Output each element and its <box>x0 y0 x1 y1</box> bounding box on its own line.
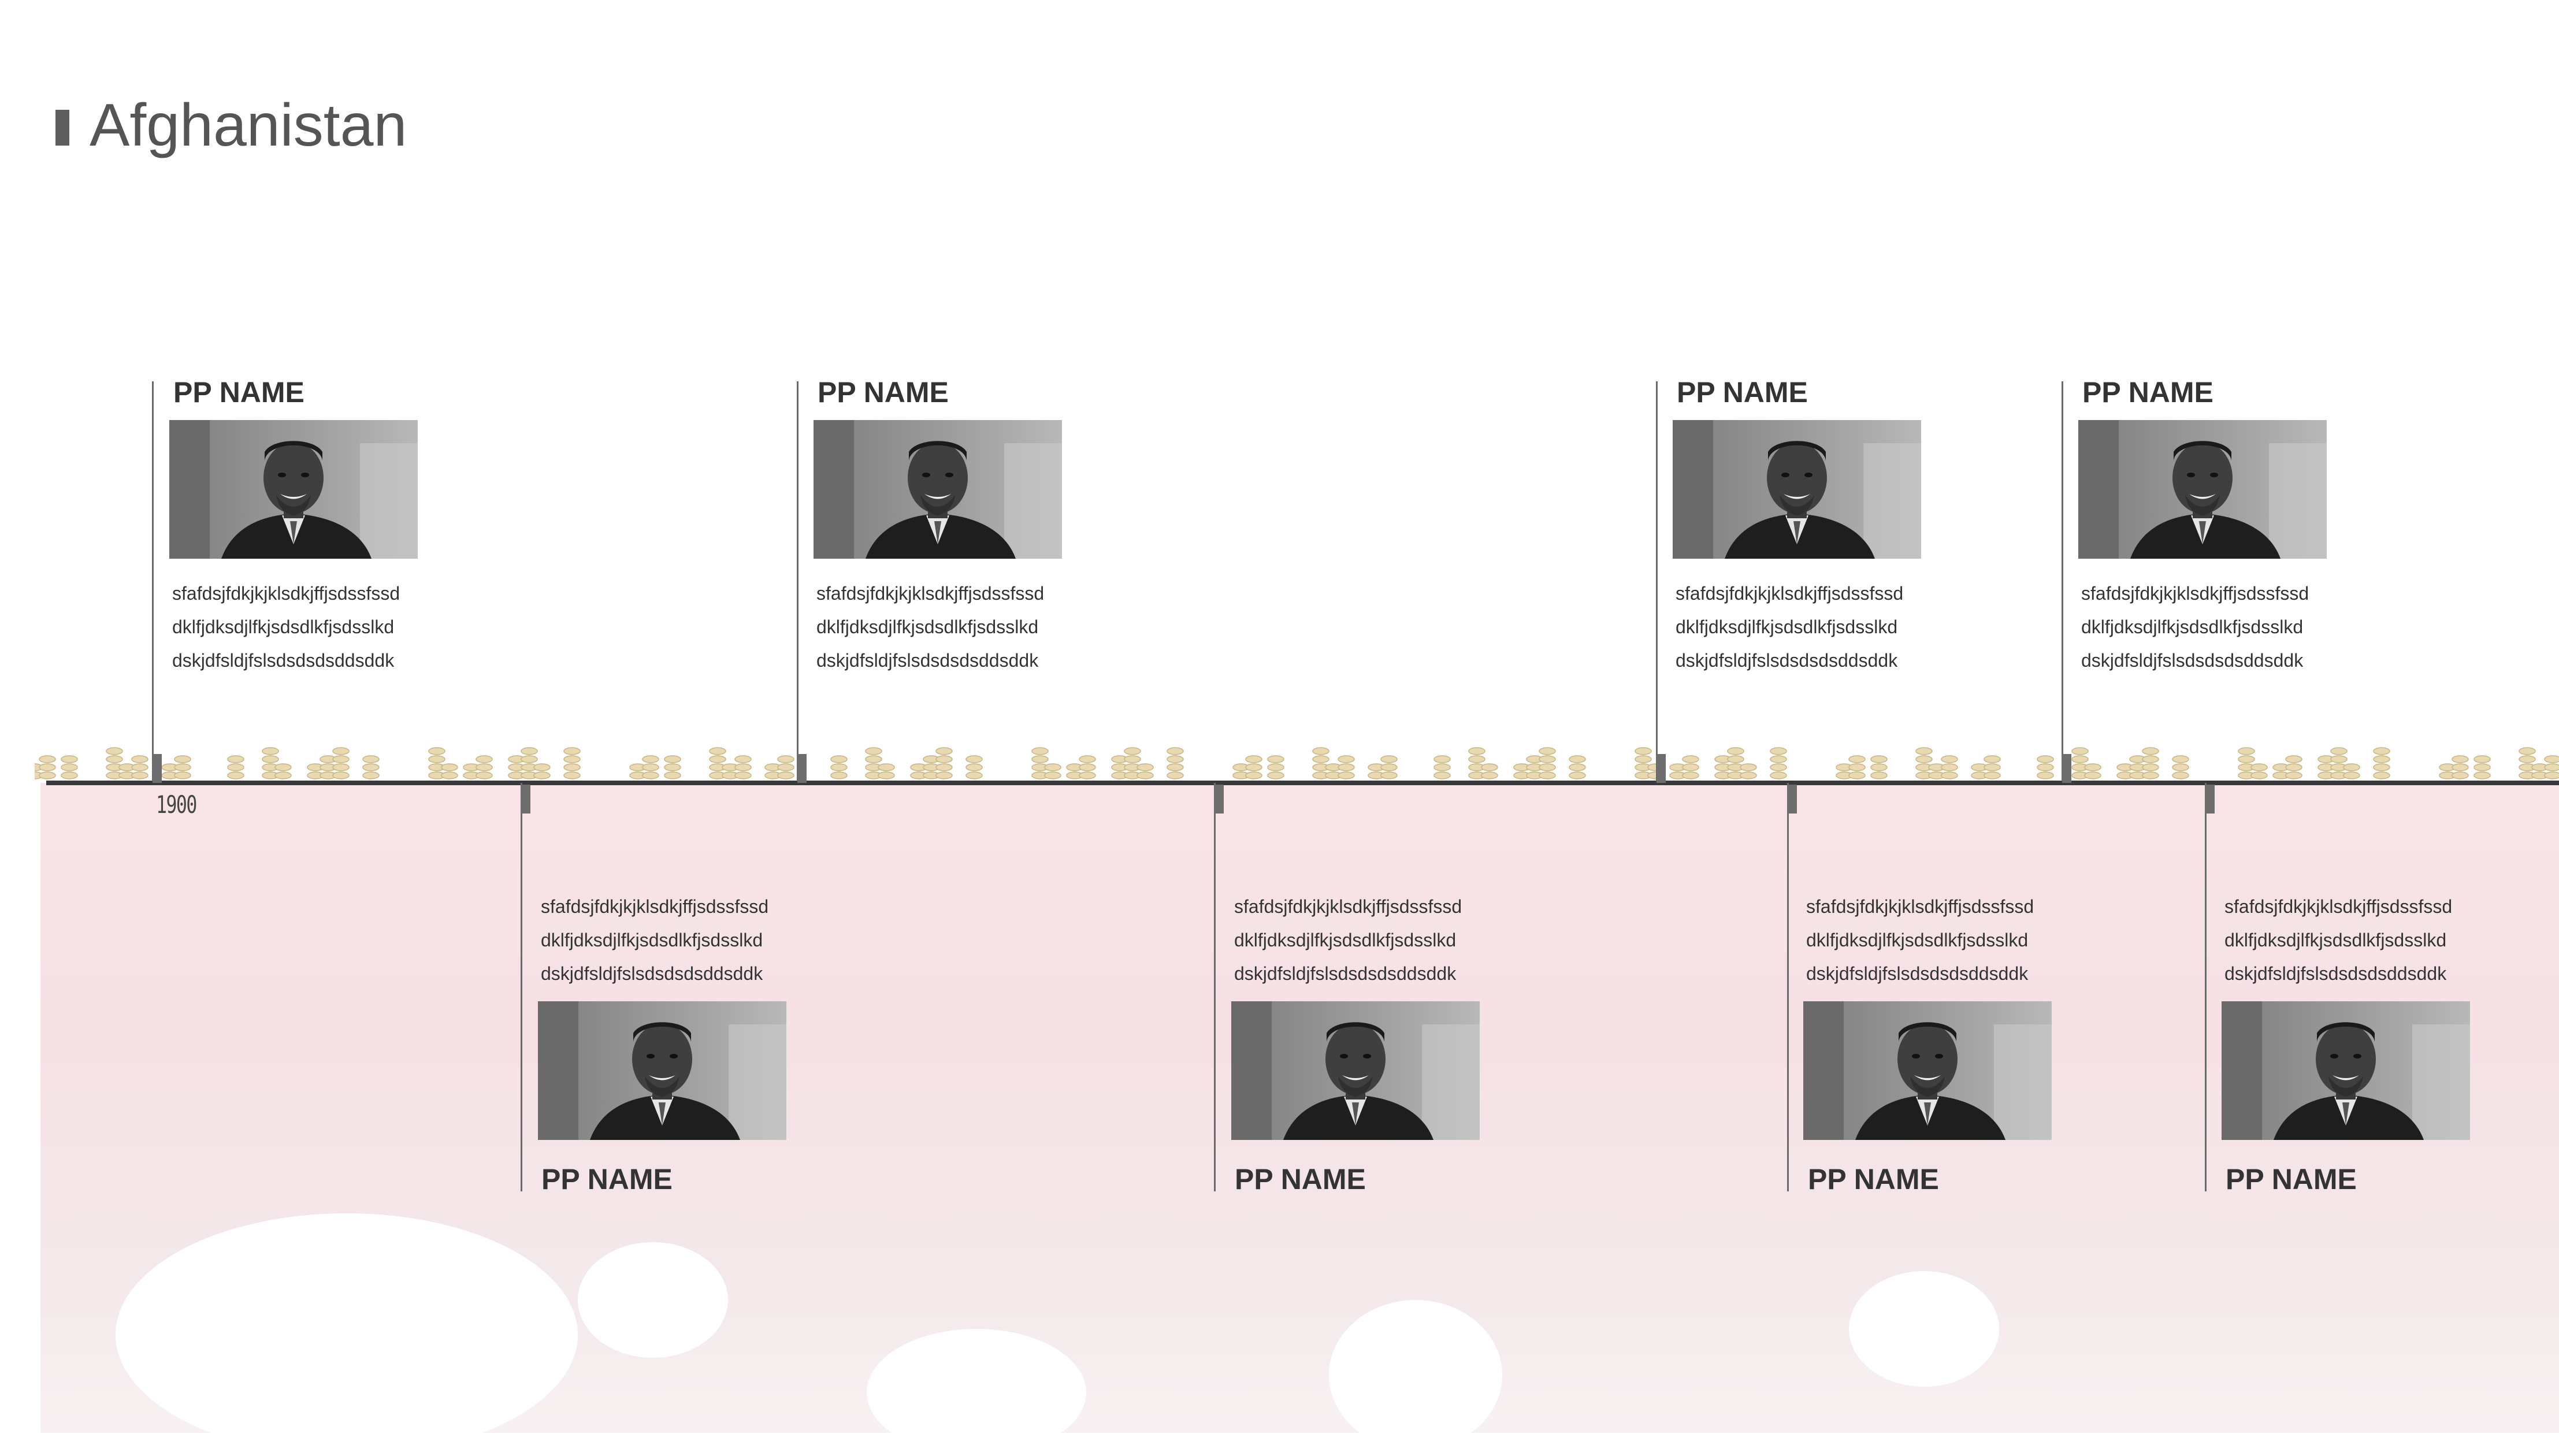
splash-spot <box>867 1329 1086 1456</box>
axis-tick <box>2205 785 2215 814</box>
timeline-axis <box>46 781 2559 785</box>
entry-name: PP NAME <box>818 376 949 408</box>
entry-name: PP NAME <box>1808 1163 1939 1195</box>
axis-tick <box>797 754 807 783</box>
entry-name: PP NAME <box>173 376 304 408</box>
bottom-connector <box>2205 783 2207 1191</box>
bottom-connector <box>1214 783 1216 1191</box>
entry-name: PP NAME <box>2226 1163 2357 1195</box>
bottom-connector <box>1787 783 1789 1191</box>
splash-spot <box>578 1242 728 1358</box>
entry-name: PP NAME <box>1677 376 1808 408</box>
portrait-photo <box>1673 420 1921 559</box>
portrait-photo <box>169 420 418 559</box>
portrait-photo <box>2078 420 2327 559</box>
splash-spot <box>1849 1271 1999 1387</box>
top-connector <box>152 381 154 781</box>
bottom-connector <box>521 783 522 1191</box>
axis-tick <box>1788 785 1797 814</box>
top-connector <box>797 381 798 781</box>
portrait-photo <box>1231 1001 1480 1140</box>
top-connector <box>1656 381 1658 781</box>
axis-tick <box>521 785 530 814</box>
splash-spot <box>1329 1300 1502 1450</box>
entry-name: PP NAME <box>541 1163 673 1195</box>
top-connector <box>2062 381 2063 781</box>
portrait-photo <box>814 420 1062 559</box>
entry-name: PP NAME <box>2082 376 2213 408</box>
portrait-photo <box>1803 1001 2052 1140</box>
entry-name: PP NAME <box>1235 1163 1366 1195</box>
axis-tick <box>2062 754 2071 783</box>
portrait-photo <box>538 1001 786 1140</box>
axis-tick <box>153 754 162 783</box>
page-title: Afghanistan <box>90 92 407 159</box>
axis-tick <box>1214 785 1224 814</box>
coin-stack-decoration <box>35 747 2559 779</box>
axis-year-label: 1900 <box>156 790 197 819</box>
splash-spot <box>116 1213 578 1456</box>
axis-tick <box>1657 754 1666 783</box>
title-marker <box>55 110 69 146</box>
portrait-photo <box>2222 1001 2470 1140</box>
